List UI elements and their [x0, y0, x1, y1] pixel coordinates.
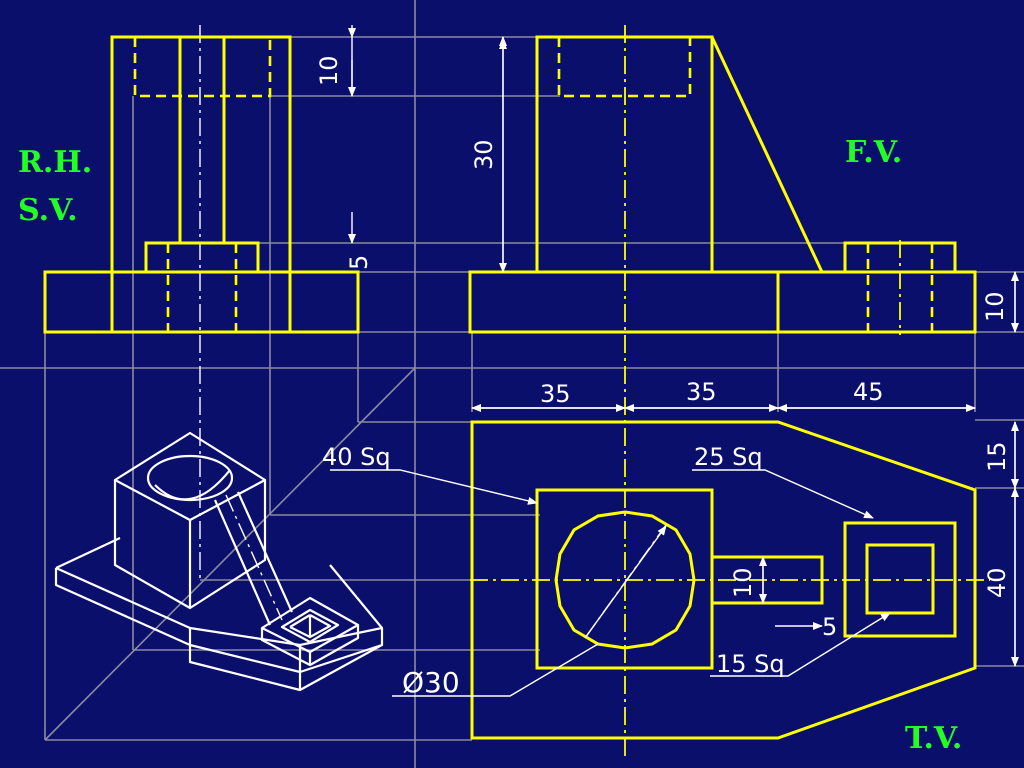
dim-25-sq: 25 Sq	[694, 443, 763, 471]
dim-40: 40	[983, 567, 1011, 598]
top-view-label: T.V.	[905, 721, 962, 756]
dim-10-base: 10	[981, 291, 1009, 322]
dim-15: 15	[983, 441, 1011, 472]
dim-10-rib: 10	[729, 567, 757, 598]
dim-5-small: 5	[822, 613, 837, 641]
front-view	[468, 35, 977, 334]
dim-35-left: 35	[540, 380, 571, 408]
rh-view-label-line1: R.H.	[18, 145, 92, 180]
dim-45: 45	[853, 378, 884, 406]
side-view	[43, 35, 360, 334]
dim-15-sq: 15 Sq	[716, 650, 785, 678]
top-view	[470, 420, 977, 740]
front-view-label: F.V.	[845, 135, 902, 170]
isometric-view	[54, 431, 384, 692]
dimension-lines	[330, 25, 1019, 697]
dim-40-sq: 40 Sq	[322, 443, 391, 471]
dim-5-step: 5	[345, 255, 373, 270]
dim-10-top: 10	[315, 55, 343, 86]
rh-view-label-line2: S.V.	[18, 193, 78, 228]
dim-35-right: 35	[686, 378, 717, 406]
dim-30-diameter: Ø30	[402, 666, 460, 699]
dim-30: 30	[470, 139, 498, 170]
